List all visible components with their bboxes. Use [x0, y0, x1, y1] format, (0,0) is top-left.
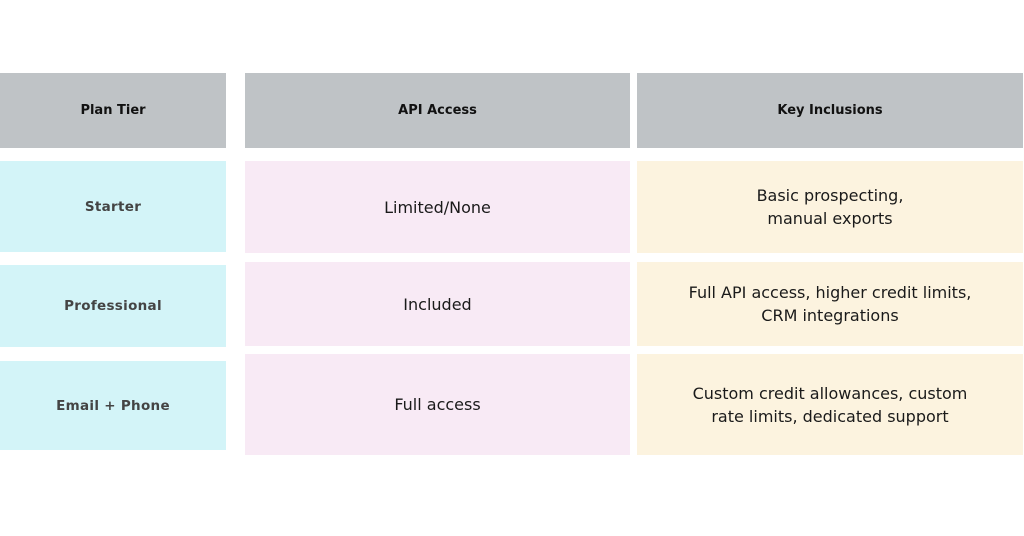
inclusions-text: Basic prospecting,: [756, 186, 904, 205]
api-access-cell: Full access: [245, 354, 630, 455]
tier-cell: Email + Phone: [0, 361, 226, 450]
tier-cell: Professional: [0, 265, 226, 347]
api-access-cell: Included: [245, 262, 630, 346]
header-api-access: API Access: [245, 73, 630, 148]
api-access-value: Limited/None: [384, 197, 491, 217]
inclusions-cell: Custom credit allowances, custom rate lim…: [637, 354, 1023, 455]
tier-cell: Starter: [0, 161, 226, 252]
tier-label: Starter: [84, 198, 142, 215]
inclusions-cell: Basic prospecting, manual exports: [637, 161, 1023, 253]
api-access-value: Full access: [394, 395, 481, 414]
inclusions-text: Full API access, higher credit limits,: [688, 283, 972, 302]
inclusions-text: Custom credit allowances, custom: [692, 383, 968, 403]
tier-label: Professional: [64, 298, 162, 314]
header-plan-tier: Plan Tier: [0, 73, 226, 148]
inclusions-text: CRM integrations: [761, 306, 899, 325]
tier-label: Email + Phone: [56, 397, 170, 414]
api-access-cell: Limited/None: [245, 161, 630, 253]
header-key-inclusions: Key Inclusions: [637, 73, 1023, 148]
inclusions-cell: Full API access, higher credit limits, CR…: [637, 262, 1023, 346]
header-label: Key Inclusions: [777, 103, 883, 118]
header-label: API Access: [398, 103, 477, 118]
header-label: Plan Tier: [80, 103, 146, 118]
inclusions-text: manual exports: [767, 209, 893, 228]
api-access-value: Included: [403, 294, 472, 314]
inclusions-text: rate limits, dedicated support: [711, 406, 949, 426]
